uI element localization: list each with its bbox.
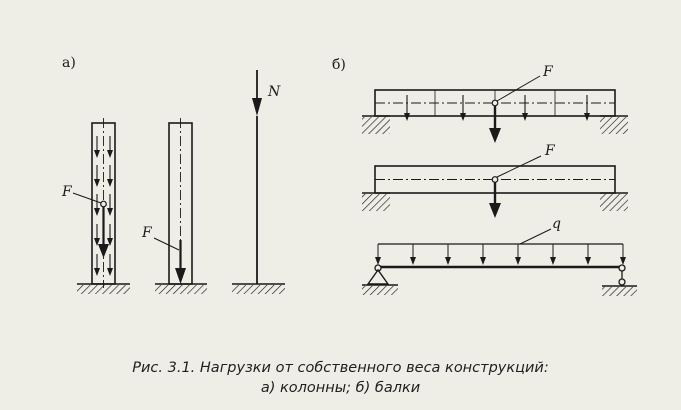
pinned-support <box>362 264 398 295</box>
figure-caption-line-2: а) колонны; б) балки <box>260 380 421 396</box>
load-label-q: q <box>552 216 561 232</box>
force-label-F: F <box>61 184 73 200</box>
beam-uniform-load-q <box>377 243 624 269</box>
figure-caption-line-1: Рис. 3.1. Нагрузки от собственного веса … <box>132 360 549 376</box>
roller-support <box>602 264 637 296</box>
column-distributed-arrowheads <box>94 150 113 276</box>
beam-resultant-force <box>489 75 541 143</box>
axial-force-N <box>252 70 262 284</box>
force-label-F-4: F <box>544 143 556 159</box>
beam-distributed-arrowheads <box>404 113 590 121</box>
panel-b-label: б) <box>332 57 346 73</box>
uniform-load-arrowheads <box>375 257 626 265</box>
column-force-arrow <box>153 237 186 284</box>
beam1-supports <box>362 115 628 134</box>
ground-support-3 <box>232 283 285 294</box>
beam2-supports <box>362 192 628 211</box>
force-label-N: N <box>267 84 281 100</box>
force-label-F-3: F <box>542 64 554 80</box>
ground-support-2 <box>155 283 207 294</box>
panel-a-label: а) <box>62 55 76 71</box>
q-leader-line <box>519 228 552 245</box>
column-resultant-force <box>72 192 109 258</box>
beam2-force-arrow <box>489 155 542 218</box>
ground-support-1 <box>77 283 130 294</box>
force-label-F-2: F <box>141 225 153 241</box>
